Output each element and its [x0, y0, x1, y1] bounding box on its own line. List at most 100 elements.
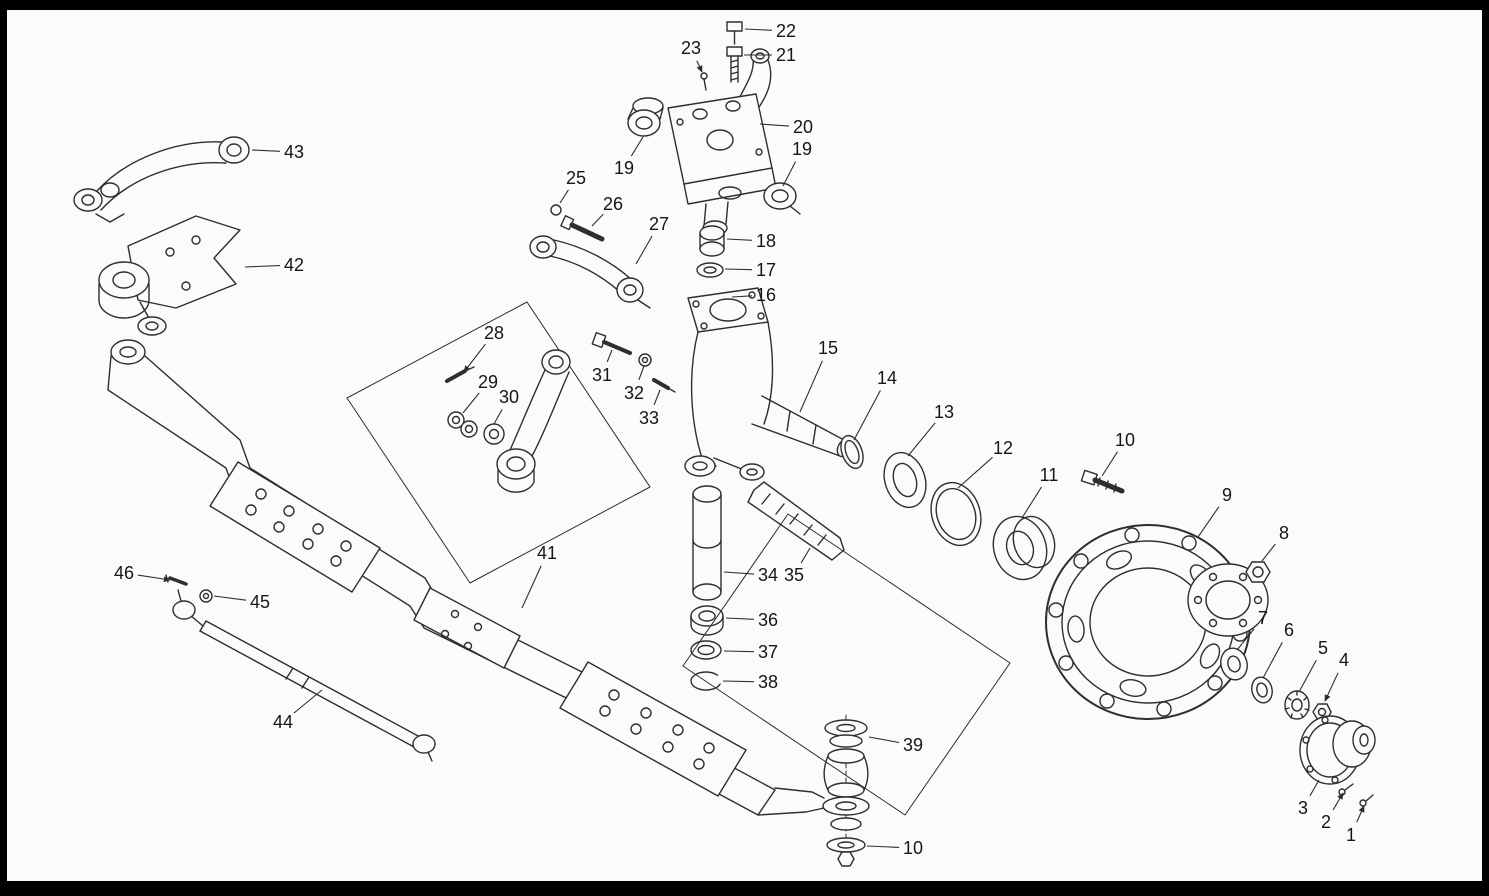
knuckle-arm-drawing — [445, 349, 571, 493]
cap-bolts-drawing — [700, 21, 743, 91]
part-number-label: 44 — [273, 712, 293, 732]
part-number-label: 21 — [776, 45, 796, 65]
leader-line — [638, 365, 645, 381]
part-number-label: 19 — [792, 139, 812, 159]
leader-line — [1261, 543, 1276, 562]
callout-28: 28 — [463, 323, 504, 373]
seal-rings-drawing — [690, 605, 724, 691]
part-number-label: 13 — [934, 402, 954, 422]
part-number-label: 30 — [499, 387, 519, 407]
leader-line — [653, 389, 661, 406]
part-number-label: 15 — [818, 338, 838, 358]
leader-line — [1309, 779, 1320, 797]
part-number-label: 25 — [566, 168, 586, 188]
steering-knuckle-drawing — [684, 287, 852, 481]
callout-5: 5 — [1298, 638, 1328, 693]
part-number-label: 12 — [993, 438, 1013, 458]
callout-2: 2 — [1321, 792, 1344, 832]
callout-11: 11 — [1021, 465, 1059, 519]
part-number-label: 7 — [1258, 608, 1268, 628]
part-number-label: 26 — [603, 194, 623, 214]
part-number-label: 41 — [537, 543, 557, 563]
leader-line — [957, 456, 993, 489]
leader-line — [463, 343, 486, 373]
leader-line — [1236, 628, 1255, 651]
part-number-label: 31 — [592, 365, 612, 385]
pin-28 — [445, 369, 467, 383]
callout-27: 27 — [635, 214, 669, 265]
part-number-label: 35 — [784, 565, 804, 585]
callout-19: 19 — [782, 139, 812, 187]
part-number-label: 36 — [758, 610, 778, 630]
callout-29: 29 — [462, 372, 498, 414]
upper-subassembly-box — [346, 301, 651, 584]
leader-line — [724, 268, 753, 271]
bearing-train-drawing — [840, 434, 1125, 581]
part-number-label: 28 — [484, 323, 504, 343]
part-number-label: 4 — [1339, 650, 1349, 670]
leader-line — [696, 60, 703, 73]
kingpin-drawing — [692, 485, 722, 601]
leader-line — [293, 689, 323, 714]
axle-beam-drawing — [107, 339, 825, 816]
leader-line — [868, 736, 900, 744]
leader-line — [244, 265, 281, 268]
part-number-label: 10 — [903, 838, 923, 858]
cross-shaft-drawing — [747, 481, 845, 561]
part-number-label: 8 — [1279, 523, 1289, 543]
leader-line — [591, 213, 604, 227]
hub-nut-drawing — [1245, 561, 1271, 583]
callout-15: 15 — [799, 338, 838, 413]
leader-line — [866, 845, 900, 848]
kingpin-bushings-drawing — [627, 97, 801, 215]
leader-line — [853, 390, 881, 441]
callout-23: 23 — [681, 38, 703, 73]
upper-arm-drawing — [529, 204, 651, 309]
leader-line — [759, 123, 790, 127]
callout-14: 14 — [853, 368, 897, 441]
leader-line — [1356, 805, 1365, 823]
callout-33: 33 — [639, 389, 661, 428]
part-number-label: 23 — [681, 38, 701, 58]
callout-32: 32 — [624, 365, 645, 403]
wheel-hub-drawing — [1045, 524, 1269, 720]
leader-line — [493, 408, 503, 425]
part-number-label: 27 — [649, 214, 669, 234]
knuckle-fasteners-drawing — [591, 331, 676, 393]
part-number-label: 20 — [793, 117, 813, 137]
washer-29 — [447, 411, 465, 429]
callout-13: 13 — [907, 402, 954, 457]
callout-3: 3 — [1298, 779, 1320, 818]
leader-line — [723, 571, 755, 575]
part-number-label: 17 — [756, 260, 776, 280]
callout-6: 6 — [1262, 620, 1294, 679]
leader-line — [782, 161, 797, 187]
tie-rod-bolt-46 — [168, 576, 188, 586]
leader-line — [1197, 506, 1220, 538]
callout-18: 18 — [726, 231, 776, 251]
leader-line — [213, 595, 247, 601]
callout-22: 22 — [744, 21, 796, 41]
part-number-label: 6 — [1284, 620, 1294, 640]
leader-line — [559, 189, 569, 204]
callout-37: 37 — [723, 642, 778, 662]
leader-line — [1332, 792, 1344, 811]
callout-36: 36 — [725, 610, 778, 630]
part-number-label: 29 — [478, 372, 498, 392]
leader-line — [462, 392, 480, 414]
callout-8: 8 — [1261, 523, 1289, 562]
callout-20: 20 — [759, 117, 813, 137]
callout-1: 1 — [1346, 805, 1365, 845]
part-number-label: 11 — [1040, 465, 1059, 485]
callout-42: 42 — [244, 255, 304, 275]
tie-rod-nut-45 — [199, 589, 213, 603]
callout-38: 38 — [722, 672, 778, 692]
leader-line — [606, 349, 613, 363]
part-number-label: 43 — [284, 142, 304, 162]
callout-17: 17 — [724, 260, 776, 280]
part-number-label: 2 — [1321, 812, 1331, 832]
leader-line — [907, 422, 936, 457]
callout-41: 41 — [521, 543, 557, 609]
